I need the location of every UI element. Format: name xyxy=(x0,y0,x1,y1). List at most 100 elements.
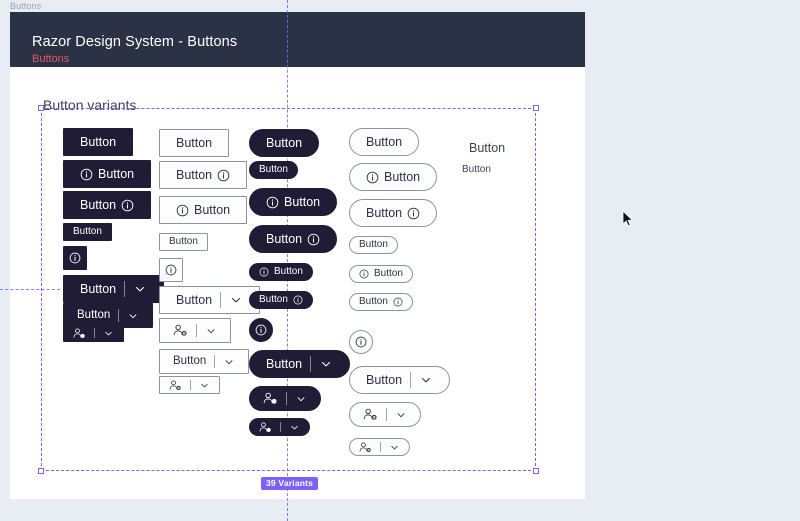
info-circle-icon xyxy=(393,297,403,307)
chevron-down-icon[interactable] xyxy=(229,293,243,307)
chevron-down-icon[interactable] xyxy=(389,442,400,453)
split-button-divider xyxy=(190,380,191,390)
chevron-down-icon[interactable] xyxy=(223,356,235,368)
chevron-down-icon[interactable] xyxy=(205,325,217,337)
button-outlined-pill-9[interactable] xyxy=(349,402,421,427)
button-label: Button xyxy=(266,231,303,246)
button-label: Button xyxy=(359,239,388,250)
button-outlined-square-2[interactable]: Button xyxy=(159,161,248,189)
button-outlined-pill-10[interactable] xyxy=(349,438,410,456)
chevron-down-icon[interactable] xyxy=(199,380,210,391)
frame-name-label[interactable]: Buttons xyxy=(10,1,42,11)
split-button-divider xyxy=(386,407,387,422)
info-circle-icon xyxy=(266,196,279,209)
button-filled-square-6[interactable]: Button xyxy=(63,275,165,303)
person-add-icon xyxy=(73,327,86,340)
button-filled-square-8[interactable] xyxy=(63,324,124,342)
variants-count-badge[interactable]: 39 Variants xyxy=(261,477,319,490)
button-label: Button xyxy=(80,134,117,149)
button-outlined-pill-6[interactable]: Button xyxy=(349,293,413,311)
button-filled-square-1[interactable]: Button xyxy=(63,128,134,156)
button-label: Button xyxy=(359,296,388,307)
selection-handle-top-right[interactable] xyxy=(533,105,539,111)
button-label: Button xyxy=(366,134,403,149)
button-label: Button xyxy=(469,140,506,155)
chevron-down-icon[interactable] xyxy=(133,282,147,296)
split-button-divider xyxy=(410,372,412,388)
frame-title: Razor Design System - Buttons xyxy=(32,34,238,50)
button-label: Button xyxy=(259,294,288,305)
button-outlined-pill-2[interactable]: Button xyxy=(349,163,438,191)
info-circle-icon xyxy=(80,168,93,181)
button-filled-pill-7[interactable] xyxy=(249,318,273,342)
button-outlined-square-5[interactable] xyxy=(159,258,183,282)
info-circle-icon xyxy=(355,336,367,348)
button-outlined-pill-4[interactable]: Button xyxy=(349,236,398,254)
button-outlined-pill-3[interactable]: Button xyxy=(349,199,438,227)
chevron-down-icon[interactable] xyxy=(395,409,407,421)
chevron-down-icon[interactable] xyxy=(319,357,333,371)
button-label: Button xyxy=(194,202,231,217)
button-outlined-pill-7[interactable] xyxy=(349,330,373,354)
button-outlined-square-9[interactable] xyxy=(159,376,220,394)
button-outlined-pill-1[interactable]: Button xyxy=(349,128,420,156)
button-label: Button xyxy=(374,268,403,279)
frame-header-bar xyxy=(10,12,585,67)
button-filled-pill-8[interactable]: Button xyxy=(249,350,351,378)
split-button-divider xyxy=(94,328,95,338)
button-ghost-text-2[interactable]: Button xyxy=(452,161,501,179)
selection-handle-top-left[interactable] xyxy=(38,105,44,111)
button-filled-pill-2[interactable]: Button xyxy=(249,161,298,179)
split-button-divider xyxy=(310,356,312,372)
chevron-down-icon[interactable] xyxy=(419,373,433,387)
split-button-divider xyxy=(280,422,281,432)
button-filled-square-2[interactable]: Button xyxy=(63,160,152,188)
info-circle-icon xyxy=(217,169,230,182)
button-label: Button xyxy=(73,226,102,237)
chevron-down-icon[interactable] xyxy=(289,422,300,433)
button-outlined-square-4[interactable]: Button xyxy=(159,233,208,251)
button-label: Button xyxy=(98,166,135,181)
button-filled-square-4[interactable]: Button xyxy=(63,223,112,241)
split-button-divider xyxy=(286,391,287,406)
button-filled-pill-1[interactable]: Button xyxy=(249,129,320,157)
button-outlined-square-6[interactable]: Button xyxy=(159,286,261,314)
button-filled-square-5[interactable] xyxy=(63,246,87,270)
button-label: Button xyxy=(259,164,288,175)
button-label: Button xyxy=(176,167,213,182)
info-circle-icon xyxy=(359,269,369,279)
button-outlined-pill-5[interactable]: Button xyxy=(349,265,413,283)
info-circle-icon xyxy=(121,199,134,212)
button-outlined-square-8[interactable]: Button xyxy=(159,349,250,374)
button-outlined-square-3[interactable]: Button xyxy=(159,196,248,224)
button-outlined-square-7[interactable] xyxy=(159,318,231,343)
section-title: Button variants xyxy=(43,97,137,113)
button-filled-pill-3[interactable]: Button xyxy=(249,188,338,216)
info-circle-icon xyxy=(366,171,379,184)
button-outlined-square-1[interactable]: Button xyxy=(159,129,230,157)
button-filled-square-3[interactable]: Button xyxy=(63,191,152,219)
button-filled-pill-6[interactable]: Button xyxy=(249,291,313,309)
button-label: Button xyxy=(266,356,303,371)
selection-handle-bottom-left[interactable] xyxy=(38,468,44,474)
button-label: Button xyxy=(176,135,213,150)
button-label: Button xyxy=(169,236,198,247)
chevron-down-icon[interactable] xyxy=(295,393,307,405)
button-outlined-pill-8[interactable]: Button xyxy=(349,366,451,394)
person-add-icon xyxy=(173,323,188,338)
selection-handle-bottom-right[interactable] xyxy=(533,468,539,474)
horizontal-guide xyxy=(0,289,60,290)
person-add-icon xyxy=(263,391,278,406)
button-filled-pill-4[interactable]: Button xyxy=(249,225,338,253)
chevron-down-icon[interactable] xyxy=(127,310,139,322)
button-filled-pill-9[interactable] xyxy=(249,386,321,411)
chevron-down-icon[interactable] xyxy=(103,328,114,339)
button-label: Button xyxy=(77,308,111,321)
split-button-divider xyxy=(118,308,120,323)
person-add-icon xyxy=(259,421,272,434)
button-ghost-text-1[interactable]: Button xyxy=(452,134,522,162)
button-filled-pill-5[interactable]: Button xyxy=(249,263,313,281)
info-circle-icon xyxy=(69,252,81,264)
button-filled-pill-10[interactable] xyxy=(249,418,310,436)
